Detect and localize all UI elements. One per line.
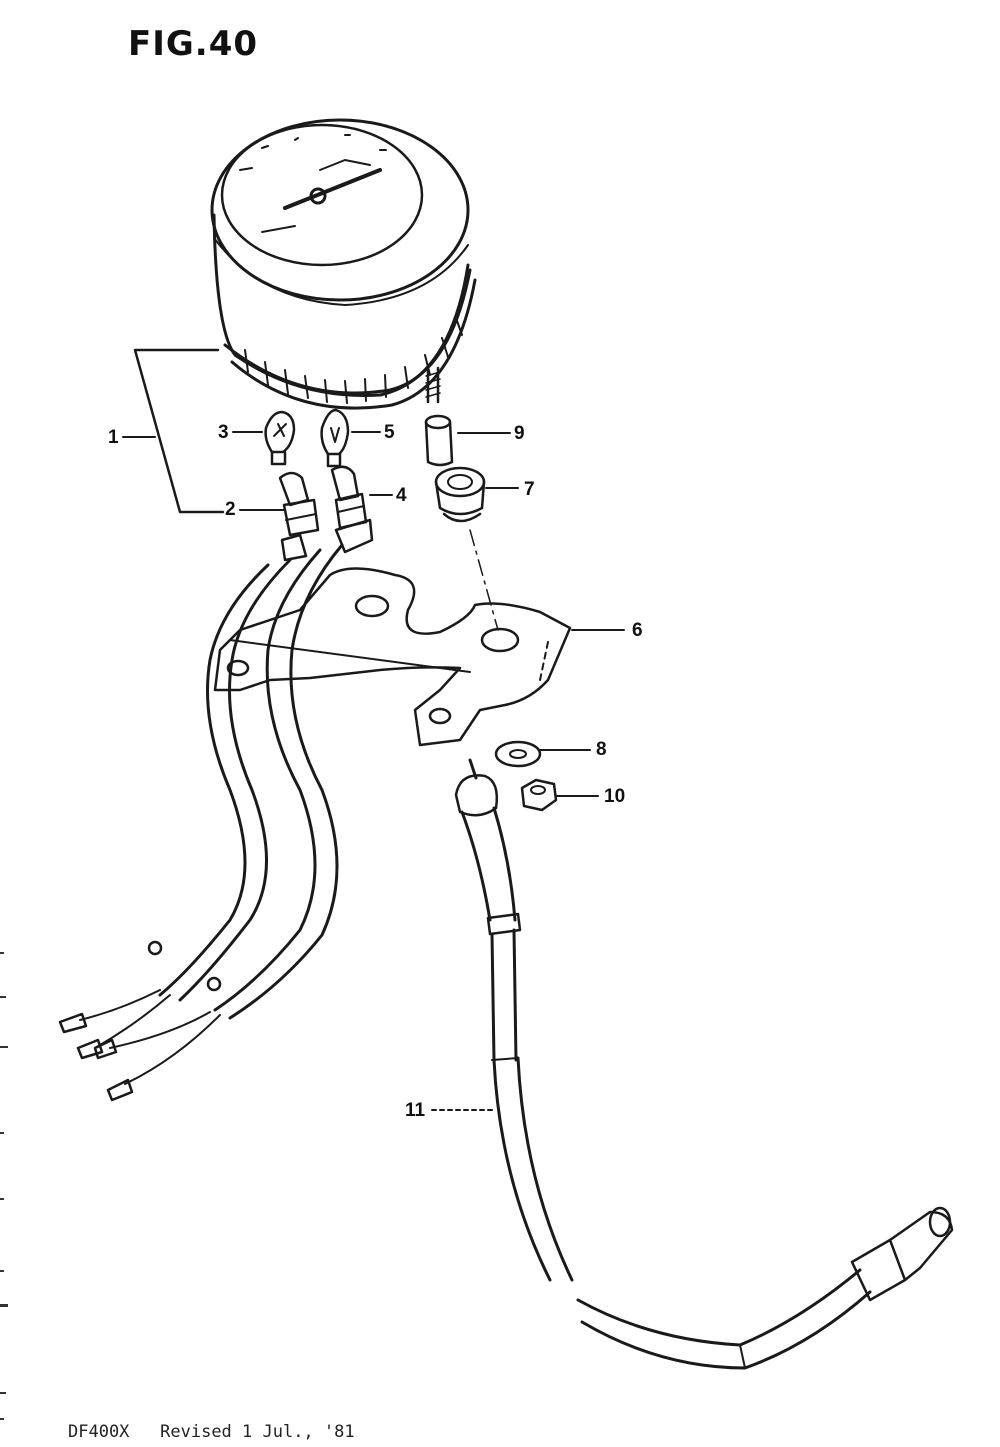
wire-harness — [58, 543, 344, 1102]
margin-mark — [0, 1304, 8, 1307]
margin-mark — [0, 1418, 4, 1420]
margin-mark — [0, 1270, 4, 1272]
washer-8 — [494, 740, 542, 768]
callout-8: 8 — [596, 739, 607, 760]
margin-mark — [0, 1198, 4, 1200]
margin-mark — [0, 952, 4, 954]
margin-mark — [0, 1132, 4, 1134]
margin-mark — [0, 1046, 8, 1048]
callout-5: 5 — [384, 422, 395, 443]
nut-10 — [520, 778, 558, 812]
callout-10: 10 — [604, 786, 626, 807]
callout-6: 6 — [632, 620, 643, 641]
cushion-9 — [424, 414, 454, 467]
grommet-7 — [434, 466, 486, 523]
callout-9: 9 — [514, 423, 525, 444]
margin-mark — [0, 1392, 6, 1394]
model-code: DF400X — [68, 1422, 130, 1442]
callout-1: 1 — [108, 427, 119, 448]
figure-title: FIG.40 — [128, 24, 259, 64]
speedometer-assembly — [210, 118, 477, 410]
bulb-3 — [264, 410, 296, 466]
socket-4 — [330, 465, 374, 554]
callout-7: 7 — [524, 479, 535, 500]
leader-lines — [122, 431, 625, 1111]
socket-2 — [278, 471, 320, 562]
callout-3: 3 — [218, 422, 229, 443]
callout-11: 11 — [405, 1100, 426, 1121]
revision-note: Revised 1 Jul., '81 — [160, 1422, 355, 1442]
speedometer-cable-11 — [454, 758, 954, 1370]
callout-4: 4 — [396, 485, 407, 506]
margin-mark — [0, 996, 6, 998]
bulb-5 — [320, 408, 350, 468]
page-footer: DF400X Revised 1 Jul., '81 — [68, 1422, 355, 1442]
callout-2: 2 — [225, 499, 236, 520]
